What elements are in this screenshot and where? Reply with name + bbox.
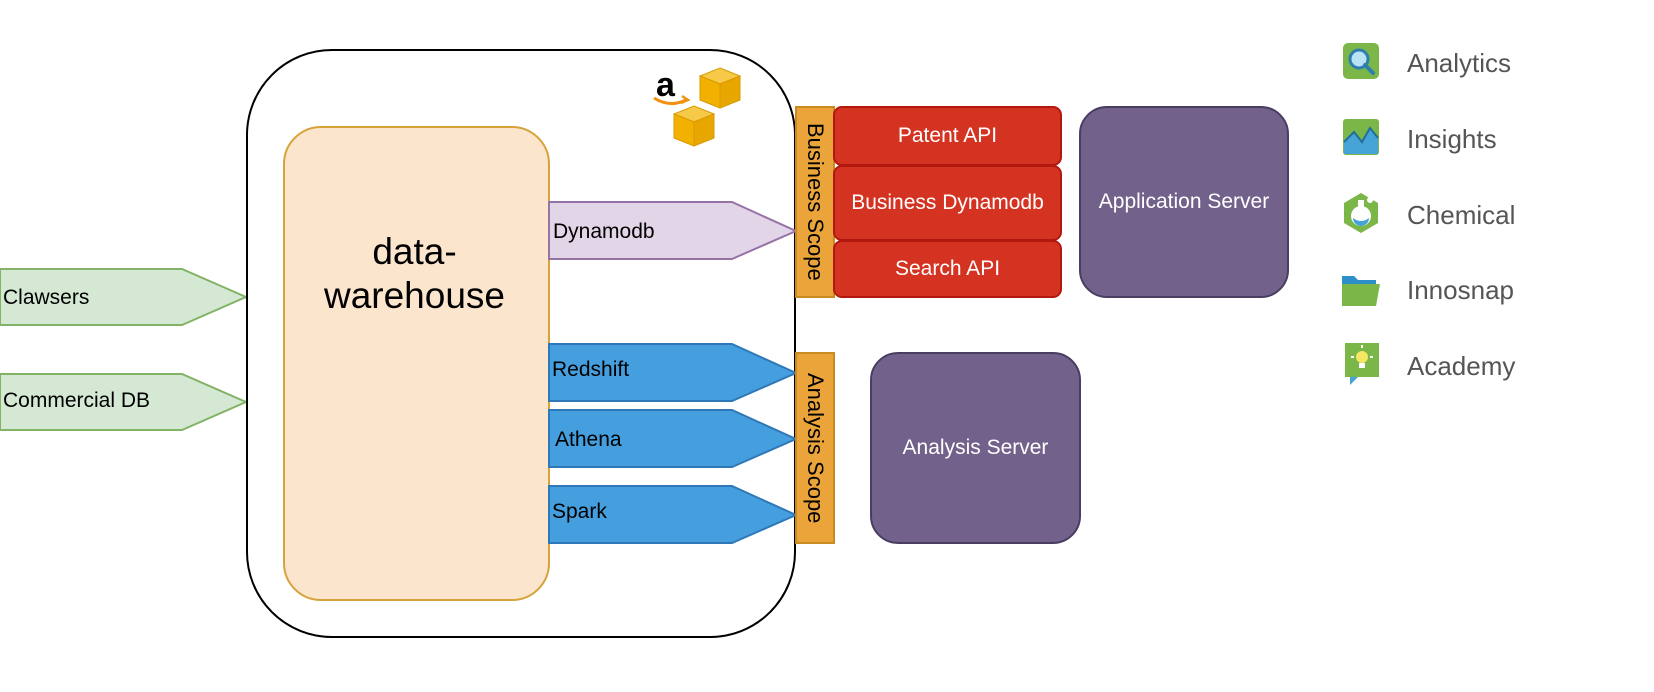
data-warehouse-title: data- warehouse <box>323 231 505 316</box>
spark-arrow <box>548 485 799 544</box>
magnifier-icon <box>1343 43 1379 79</box>
spark-label: Spark <box>552 500 607 523</box>
data-warehouse-box <box>283 126 550 601</box>
business-scope-label: Business Scope <box>803 123 828 281</box>
legend-chemical: Chemical <box>1407 200 1516 230</box>
search-api-box: Search API <box>833 240 1062 298</box>
redshift-arrow <box>548 343 799 402</box>
analysis-scope-bar: Analysis Scope <box>795 352 835 544</box>
business-dynamodb-box: Business Dynamodb <box>833 165 1062 241</box>
search-api-label: Search API <box>894 257 1001 280</box>
legend-insights: Insights <box>1407 124 1497 154</box>
patent-api-box: Patent API <box>833 106 1062 166</box>
analysis-scope-label: Analysis Scope <box>803 372 828 524</box>
folder-icon <box>1342 276 1380 306</box>
lightbulb-icon <box>1345 343 1379 385</box>
dynamodb-arrow <box>548 201 799 260</box>
analysis-server-box: Analysis Server <box>870 352 1081 544</box>
application-server-label: Application Server <box>1098 190 1270 213</box>
legend-innosnap: Innosnap <box>1407 275 1514 305</box>
flask-icon <box>1344 193 1378 233</box>
application-server-box: Application Server <box>1079 106 1289 298</box>
legend: Analytics Insights Chemical Innosnap Aca… <box>1340 40 1640 400</box>
redshift-label: Redshift <box>552 358 630 381</box>
svg-text:a: a <box>656 66 676 104</box>
commercial-db-label: Commercial DB <box>3 389 151 412</box>
clawsers-arrow <box>0 268 249 326</box>
clawsers-label: Clawsers <box>3 286 90 309</box>
patent-api-label: Patent API <box>897 124 998 147</box>
commercial-db-arrow <box>0 373 249 431</box>
athena-arrow <box>548 409 799 468</box>
analysis-server-label: Analysis Server <box>902 436 1049 459</box>
legend-analytics: Analytics <box>1407 48 1512 78</box>
business-scope-bar: Business Scope <box>795 106 835 298</box>
line-chart-icon <box>1343 119 1379 155</box>
aws-logo-icon: a <box>653 66 742 147</box>
dynamodb-label: Dynamodb <box>553 220 655 243</box>
legend-academy: Academy <box>1407 351 1516 381</box>
athena-label: Athena <box>555 428 622 451</box>
business-dynamodb-label: Business Dynamodb <box>851 191 1044 214</box>
